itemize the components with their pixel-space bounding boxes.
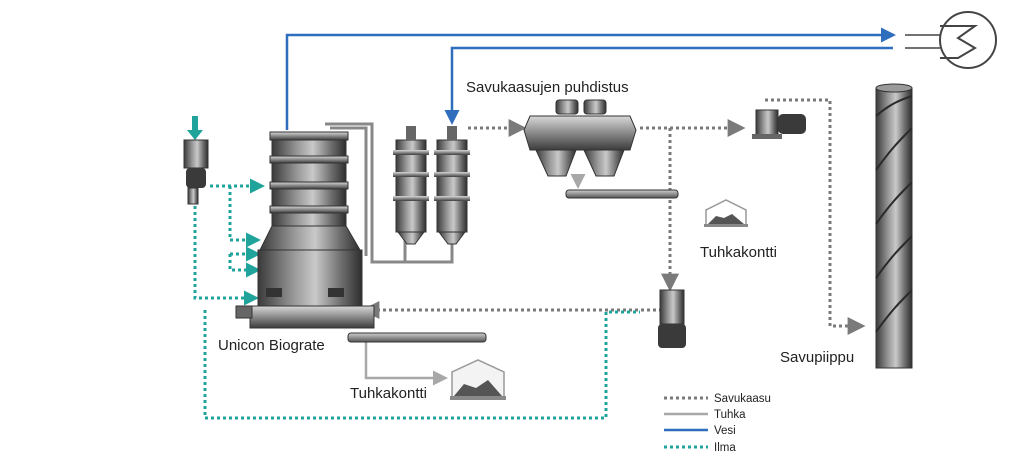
legend-item-flue-gas: Savukaasu (664, 393, 771, 405)
label-ash-container-bottom: Tuhkakontti (350, 385, 427, 402)
legend-label-water: Vesi (714, 425, 736, 437)
ash-conveyor-top (565, 189, 679, 199)
legend-item-ash: Tuhka (664, 409, 746, 421)
cyclone-left (393, 126, 429, 245)
water-line-heat-exchanger-to-cyclone (444, 46, 893, 125)
ash-container-bottom-icon (450, 359, 506, 400)
ash-lines (364, 174, 586, 386)
legend-item-air: Ilma (664, 442, 736, 454)
boiler (235, 131, 375, 329)
label-chimney: Savupiippu (780, 349, 854, 366)
flue-duct (325, 122, 454, 264)
legend-label-flue-gas: Savukaasu (714, 393, 771, 405)
water-line-boiler-to-heat-exchanger (285, 27, 896, 130)
legend-item-water: Vesi (664, 425, 736, 437)
flue-gas-fan (752, 109, 806, 139)
label-ash-container-top: Tuhkakontti (700, 244, 777, 261)
flue-gas-fan-to-chimney (765, 98, 866, 335)
label-boiler: Unicon Biograte (218, 337, 325, 354)
label-flue-gas-cleaning: Savukaasujen puhdistus (466, 79, 629, 96)
legend-label-ash: Tuhka (714, 409, 746, 421)
legend-label-air: Ilma (714, 442, 736, 454)
chimney (875, 83, 913, 369)
flue-gas-filter (523, 99, 637, 177)
heat-exchanger-icon (905, 11, 997, 69)
water-lines (285, 27, 896, 130)
cyclone-right (434, 126, 470, 245)
air-inlet-arrow-icon (187, 116, 203, 140)
air-lines (193, 178, 640, 420)
legend: Savukaasu Tuhka Vesi Ilma (664, 393, 771, 454)
recirculation-fan (658, 289, 686, 348)
ash-conveyor-bottom (347, 332, 487, 343)
flue-gas-lines (361, 98, 866, 335)
air-fan-left (183, 139, 209, 205)
ash-container-top-icon (704, 199, 748, 227)
